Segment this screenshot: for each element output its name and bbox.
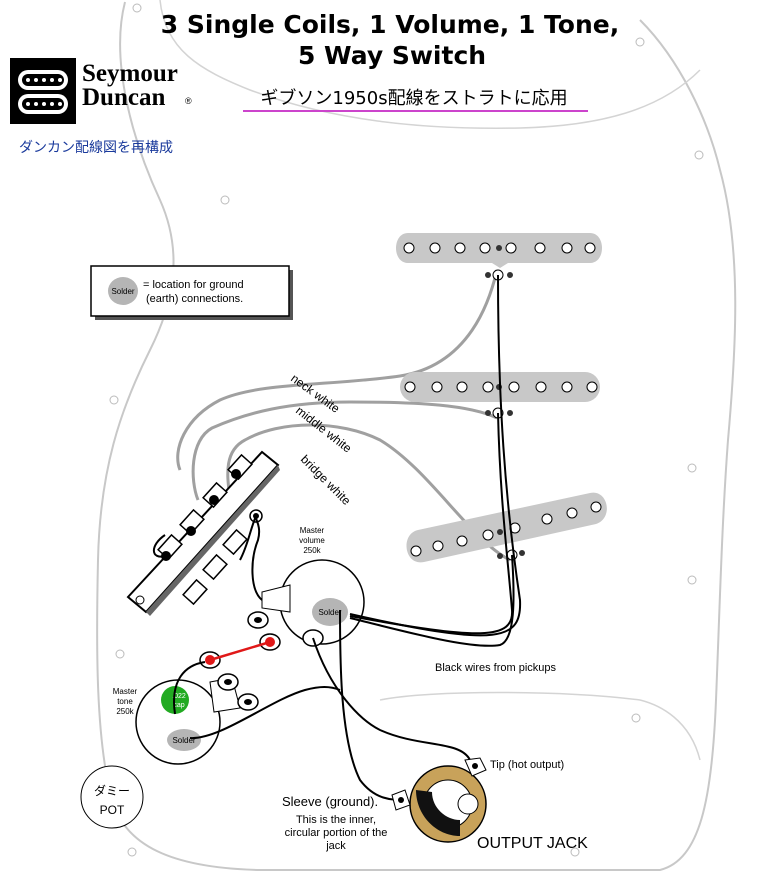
dummy-pot-label2: POT [100,803,125,817]
cap-label1: .022 [172,693,186,700]
jack-sleeve-note3: jack [325,840,346,852]
black-wires [173,274,522,801]
brand-registered-mark: ® [185,96,192,106]
title-line1: 3 Single Coils, 1 Volume, 1 Tone, [161,10,619,39]
jack-sleeve-note2: circular portion of the [285,827,388,839]
subnote-jp: ダンカン配線図を再構成 [19,140,173,156]
jack-tip-label: Tip (hot output) [490,759,564,771]
volume-pot-label1: Master [300,526,325,535]
output-jack [391,757,487,843]
volume-output-wire [251,515,263,601]
tone-pot-label3: 250k [116,707,134,716]
bridge-pickup [406,492,607,563]
tone-pot-label2: tone [117,697,133,706]
volume-solder-label: Solder [318,608,341,617]
five-way-switch [126,450,280,616]
seymour-duncan-logo: Seymour Duncan ® [10,58,192,124]
volume-pot-label3: 250k [303,546,321,555]
volume-pot-label2: volume [299,536,325,545]
legend-text-line1: = location for ground [143,279,244,291]
screw-hole [570,847,580,857]
screw-hole [631,713,641,723]
legend-solder-tag: Solder [111,287,134,296]
switch-jumper-wire [152,515,257,561]
bridge-black-wire [349,554,515,647]
tip-wire [312,637,471,761]
solder-blob-icon [108,277,138,305]
solder-legend: Solder = location for ground (earth) con… [90,265,293,320]
screw-hole [220,195,230,205]
cap-wire [173,661,206,715]
tone-solder-blob [167,729,201,751]
white-wires [176,269,511,562]
output-jack-label: OUTPUT JACK [477,835,588,852]
title-line2: 5 Way Switch [298,41,486,70]
neck-black-wire [349,274,522,637]
screw-hole [127,847,137,857]
screw-hole [687,575,697,585]
tone-pot: Master tone 250k Solder .022 cap [113,651,259,765]
black-wires-label: Black wires from pickups [435,662,557,674]
dummy-pot: ダミー POT [80,765,144,829]
tone-pot-label1: Master [113,687,138,696]
screw-hole [687,463,697,473]
screw-hole [115,649,125,659]
neck-pickup [396,233,602,281]
screw-hole [694,150,704,160]
dummy-pot-label1: ダミー [94,783,130,798]
legend-text-line2: (earth) connections. [146,293,243,305]
screw-hole [132,3,142,13]
screw-holes [109,3,704,857]
pickguard-inner-outline [159,0,701,129]
jack-sleeve-note1: This is the inner, [296,814,376,826]
middle-white-wire [191,400,498,501]
tone-ground-wire [189,686,341,740]
bridge-white-label: bridge white [298,452,354,508]
brand-line1: Seymour [82,60,178,87]
bridge-white-wire [226,423,511,562]
red-pot-wire [209,640,271,662]
volume-pot: Master volume 250k Solder [247,526,365,651]
pickguard-cutout [379,691,701,761]
tone-solder-label: Solder [172,736,195,745]
neck-white-wire [176,269,499,471]
screw-hole [635,37,645,47]
subtitle-jp: ギブソン1950s配線をストラトに応用 [260,87,567,109]
cap-label2: cap [173,702,184,709]
brand-line2: Duncan [82,84,165,111]
jack-sleeve-label: Sleeve (ground). [282,794,378,809]
middle-black-wire [349,412,514,635]
logo-badge [10,58,76,124]
volume-solder-blob [312,598,348,626]
screw-hole [109,395,119,405]
ground-to-jack-wire [339,609,406,801]
